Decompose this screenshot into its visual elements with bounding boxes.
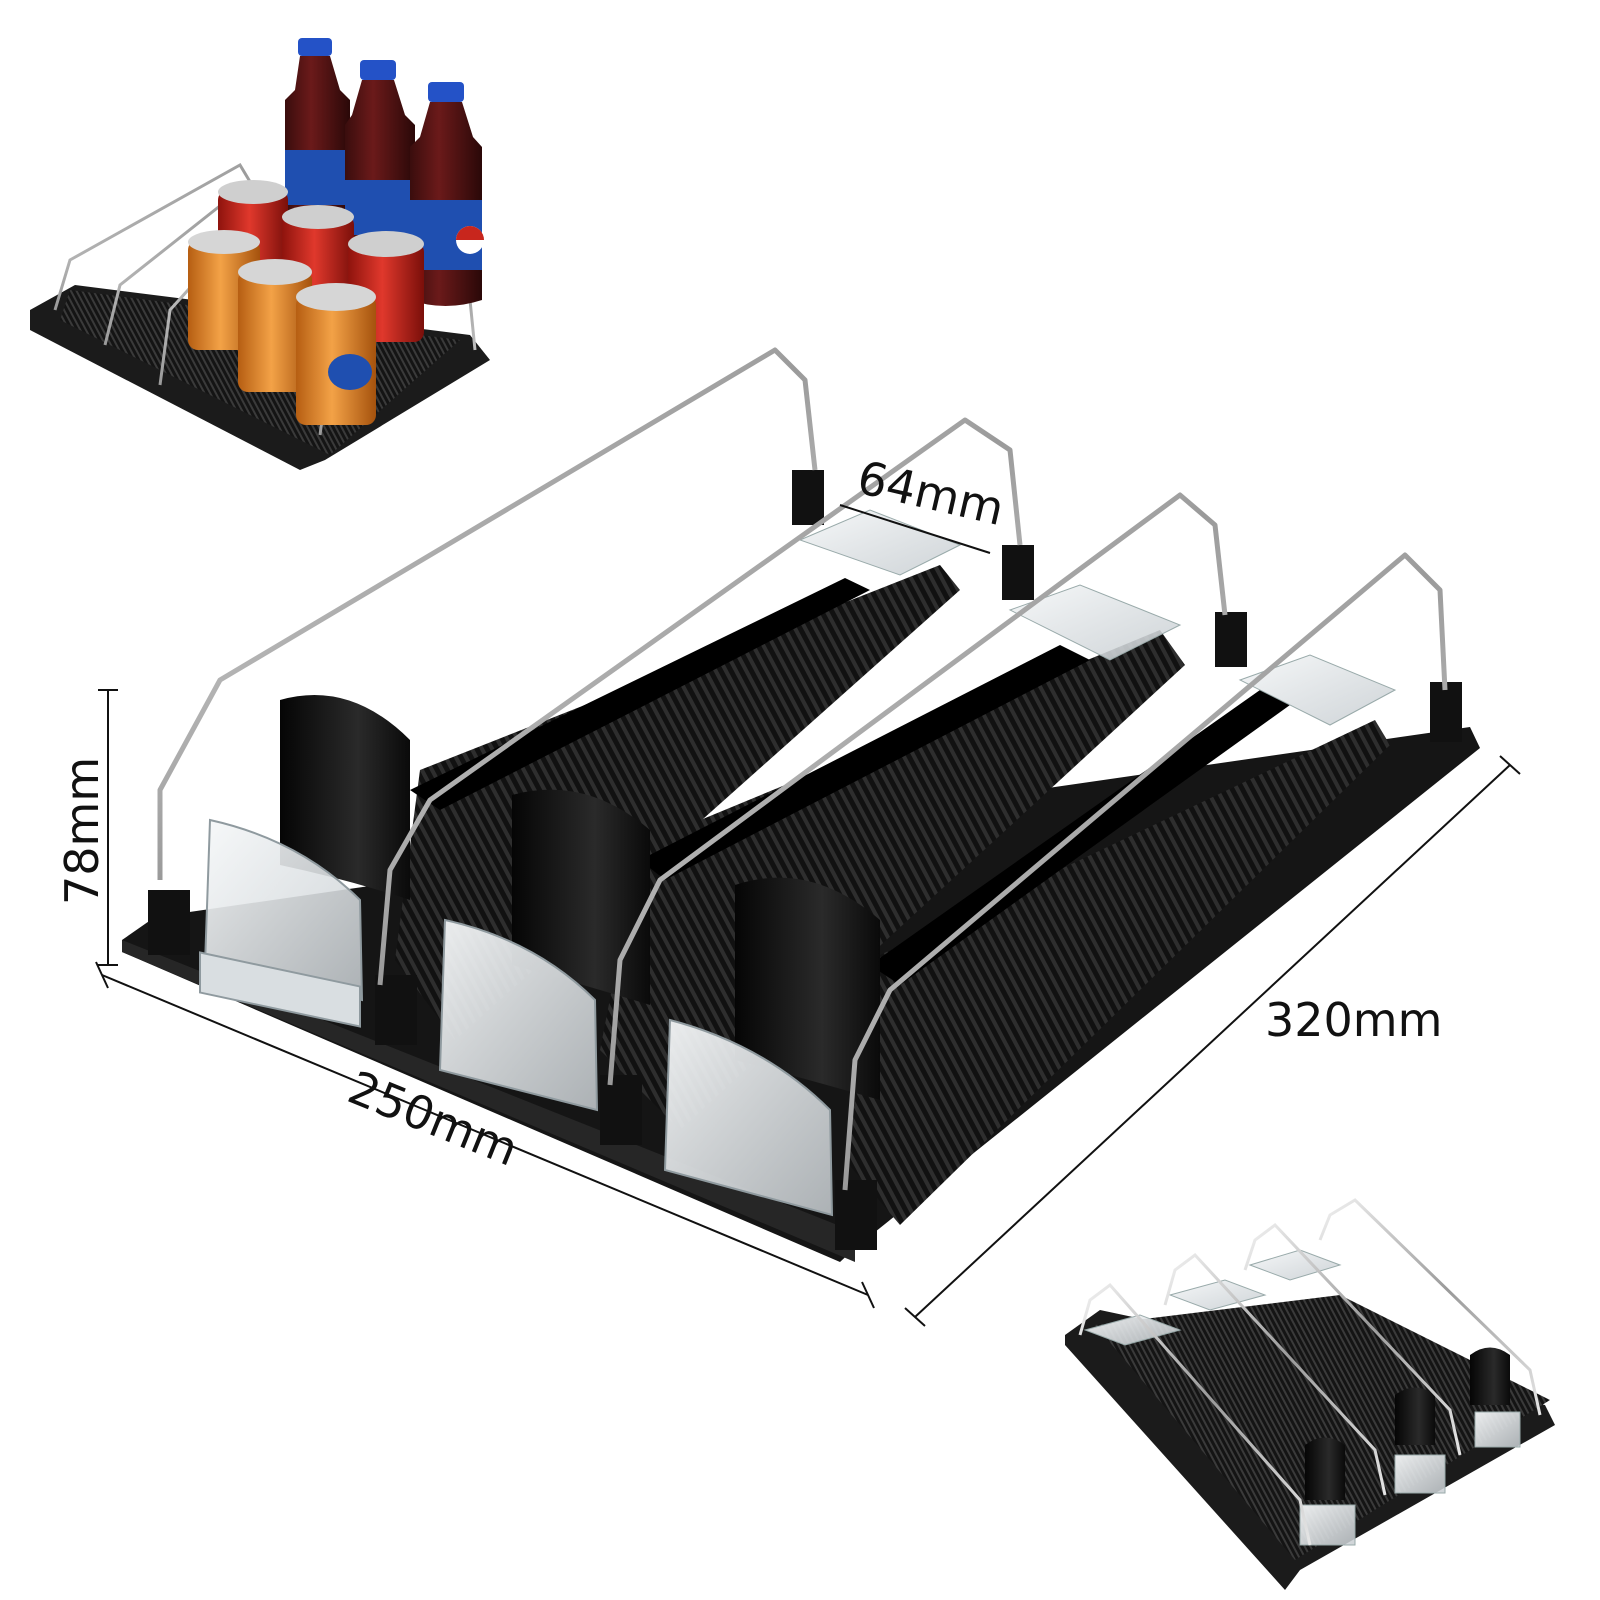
tray-front-edge [122, 940, 855, 1262]
lane-3-groove [870, 690, 1290, 985]
length-label: 320mm [1265, 993, 1442, 1047]
front-post-1 [148, 890, 190, 955]
depth-dimension-line [101, 974, 869, 1296]
bottle-1 [285, 38, 350, 235]
rear-post-2 [1002, 545, 1034, 600]
width-dimension-line [839, 504, 991, 554]
wire-divider-3 [607, 492, 1228, 1086]
front-post-4 [835, 1180, 877, 1250]
rear-cap-2 [1008, 584, 1182, 661]
front-stopper-1 [199, 818, 364, 1028]
lane-3-rail [845, 720, 1390, 1225]
pusher-2 [512, 789, 650, 1005]
wire-divider-4 [842, 552, 1448, 1191]
bottle-3 [410, 82, 484, 306]
rear-post-4 [1430, 682, 1462, 742]
lane-3 [845, 690, 1390, 1225]
inset2-pushers [1305, 1347, 1510, 1500]
can-fanta-3 [296, 283, 376, 425]
inset-cans [188, 180, 424, 425]
rear-post-1 [792, 470, 824, 525]
dimension-lines [95, 504, 1521, 1327]
height-label: 78mm [55, 757, 109, 905]
lane-1-groove [410, 578, 870, 810]
can-fanta-2 [238, 259, 312, 392]
pusher-3 [735, 877, 880, 1100]
front-stopper-3 [663, 1018, 834, 1217]
rear-cap-1 [798, 509, 962, 576]
lane-2-groove [640, 645, 1090, 880]
front-post-3 [600, 1075, 642, 1145]
front-stopper-2 [438, 918, 599, 1112]
wire-dividers [157, 347, 1448, 1191]
inset-rear-view-photo [1065, 1198, 1555, 1590]
main-product [122, 347, 1480, 1262]
bottle-2 [345, 60, 415, 266]
rear-post-3 [1215, 612, 1247, 667]
length-dimension-line [914, 764, 1511, 1318]
front-post-2 [375, 975, 417, 1045]
wire-divider-1 [157, 347, 818, 880]
pusher-1 [280, 695, 410, 900]
wire-divider-2 [377, 417, 1023, 986]
inset-in-use-photo [30, 38, 490, 470]
inset-bottles [285, 38, 484, 306]
inset2-wires [1078, 1198, 1542, 1546]
rear-cap-3 [1238, 654, 1397, 726]
